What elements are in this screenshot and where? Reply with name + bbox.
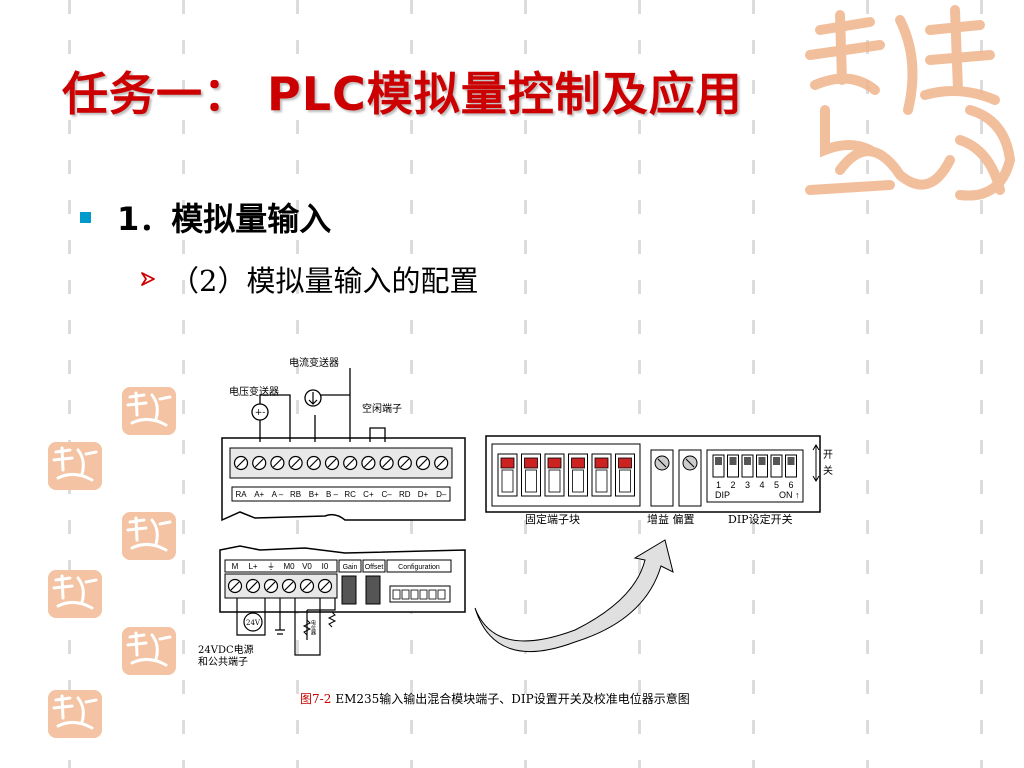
svg-text:24V: 24V — [246, 619, 261, 627]
voltage-transmitter-icon: +- — [251, 403, 269, 421]
seal-icon — [48, 570, 102, 618]
output-terminal-label: M — [232, 562, 239, 571]
input-terminal-label: A – — [272, 490, 284, 499]
square-bullet-icon — [80, 211, 91, 223]
power-label-line2: 和公共端子 — [198, 655, 248, 668]
decorative-calligraphy — [805, 5, 1016, 201]
potentiometer-icon — [302, 611, 337, 636]
svg-text:+-: +- — [255, 408, 266, 418]
output-module: M L+ ⏚ M0 V0 I0 Gain Offset Configuration — [219, 545, 466, 613]
curved-arrow — [474, 539, 674, 653]
dip-number: 1 — [716, 480, 721, 490]
dip-number: 5 — [774, 480, 779, 490]
power-label-line1: 24VDC电源 — [198, 643, 254, 656]
bullet-level-2: （2）模拟量输入的配置 — [140, 258, 478, 300]
output-terminal-label: V0 — [302, 562, 312, 571]
current-transmitter-icon — [304, 389, 322, 407]
dip-number: 6 — [788, 480, 793, 490]
bullet-2-text: （2）模拟量输入的配置 — [170, 264, 479, 298]
configuration-label: Configuration — [398, 564, 440, 571]
gain-offset-label: 增益 偏置 — [647, 512, 695, 526]
dip-switch-label: DIP设定开关 — [728, 512, 793, 526]
bullet-1-text: 1．模拟量输入 — [117, 200, 332, 238]
input-terminal-label: A+ — [254, 490, 264, 499]
seal-icon — [122, 627, 176, 675]
dip-switch — [756, 454, 768, 478]
em235-diagram: RA A+ A – RB B+ B – RC C+ C– RD D+ D– +- 电流变送器 电压变送… — [198, 356, 833, 668]
input-terminal-label: C– — [381, 490, 392, 499]
voltage-transmitter-label: 电压变送器 — [229, 385, 279, 398]
offset-label: Offset — [365, 564, 384, 571]
output-terminal-label: I0 — [322, 562, 329, 571]
input-terminal-label: D+ — [418, 490, 429, 499]
input-terminal-label: C+ — [363, 490, 374, 499]
slide-title: 任务一： PLC模拟量控制及应用 — [62, 67, 743, 121]
input-terminal-label: B – — [326, 490, 339, 499]
input-module: RA A+ A – RB B+ B – RC C+ C– RD D+ D– — [221, 437, 466, 522]
dip-number: 3 — [745, 480, 750, 490]
input-terminal-label: RD — [399, 490, 411, 499]
dip-switch — [741, 454, 754, 478]
output-terminal-label: M0 — [283, 562, 295, 571]
dip-switch — [727, 454, 739, 478]
seal-icon — [48, 442, 102, 490]
dip-switch — [785, 454, 797, 478]
input-terminal-label: D– — [436, 490, 447, 499]
dip-text: DIP — [715, 490, 730, 500]
gain-label: Gain — [343, 564, 358, 571]
figure-number: 图7-2 — [300, 692, 332, 706]
seal-icon — [122, 512, 176, 560]
switch-label-1: 开 — [823, 450, 833, 461]
output-terminal-label: ⏚ — [267, 562, 275, 571]
bullet-level-1: 1．模拟量输入 — [80, 194, 331, 240]
fixed-terminal-label: 固定端子块 — [525, 512, 580, 526]
battery-24v-icon: 24V — [243, 612, 263, 632]
output-terminal-label: L+ — [248, 562, 257, 571]
input-terminal-label: B+ — [309, 490, 319, 499]
dip-switch — [770, 454, 783, 478]
seal-icon — [122, 387, 176, 435]
on-text: ON ↑ — [779, 490, 800, 500]
current-transmitter-label: 电流变送器 — [289, 356, 339, 369]
arrow-bullet-icon — [141, 272, 155, 286]
input-terminal-label: RA — [235, 490, 247, 499]
dip-number: 4 — [759, 480, 764, 490]
spare-terminal-label: 空闲端子 — [362, 402, 402, 415]
input-terminal-label: RC — [344, 490, 356, 499]
input-terminal-label: RB — [290, 490, 301, 499]
caption-text: EM235输入输出混合模块端子、DIP设置开关及校准电位器示意图 — [335, 692, 690, 706]
potentiometer-label: 电位器 — [310, 619, 316, 636]
dip-switch — [712, 454, 725, 478]
switch-label-2: 关 — [823, 464, 833, 477]
dip-number: 2 — [730, 480, 735, 490]
seal-icon — [48, 690, 102, 738]
